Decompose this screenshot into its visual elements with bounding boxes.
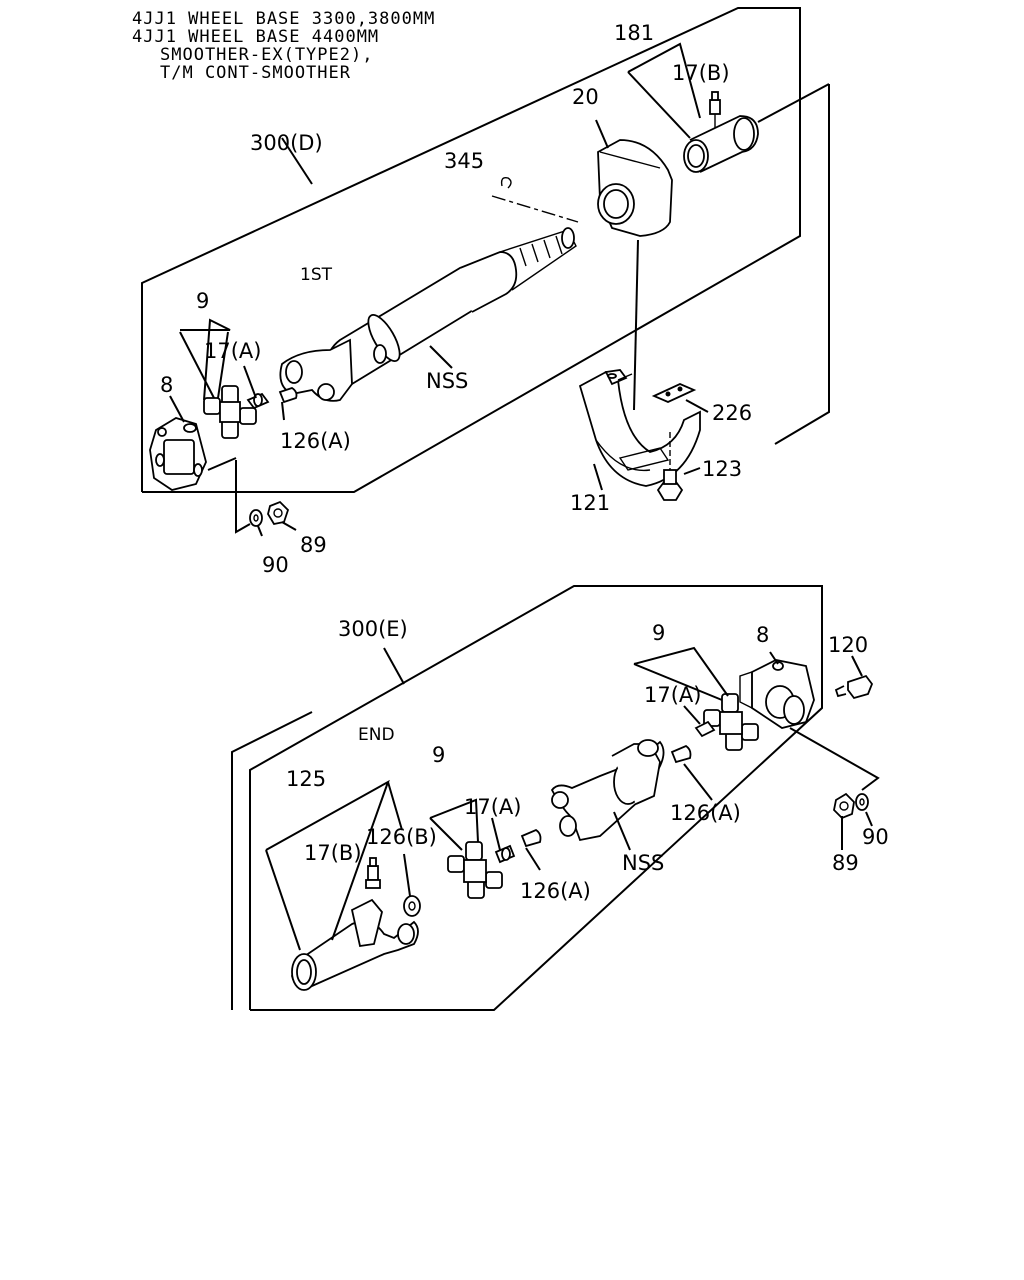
callout-8-end: 8 (756, 623, 769, 647)
header-line-2: 4JJ1 WHEEL BASE 4400MM (132, 27, 379, 47)
callout-9-end-left: 9 (432, 743, 445, 767)
leaders-end (265, 646, 873, 951)
callout-125: 125 (286, 767, 326, 791)
section-name-end: END (358, 725, 395, 745)
callout-nss-1st: NSS (426, 369, 468, 393)
leaders-1st (169, 119, 709, 537)
universal-joint-9-end-right (703, 693, 759, 751)
plate-226 (651, 383, 697, 403)
grease-nipple-17a-1st (246, 392, 270, 410)
callout-9-end-right: 9 (652, 621, 665, 645)
callout-300d: 300(D) (250, 131, 323, 155)
callout-9-1st: 9 (196, 289, 209, 313)
section-name-1st: 1ST (300, 265, 333, 285)
dust-cap-126b (403, 895, 421, 917)
callout-89-1st: 89 (300, 533, 327, 557)
callout-126a-end-left: 126(A) (520, 879, 591, 903)
leader-flange-fasteners-end (789, 727, 880, 791)
callout-181: 181 (614, 21, 654, 45)
callout-nss-end: NSS (622, 851, 664, 875)
driveshaft-yoke-end (550, 739, 665, 842)
callout-90-end: 90 (862, 825, 889, 849)
callout-126b: 126(B) (366, 825, 437, 849)
callout-126a-1st: 126(A) (280, 429, 351, 453)
callouts-1st: 300(D) 1ST 181 17(B) 20 345 9 17(A) 8 12… (160, 21, 752, 577)
first-assembly-frame (141, 7, 830, 493)
cushion-20 (597, 139, 673, 237)
universal-joint-9-1st (203, 385, 257, 439)
grease-nipple-17b-1st (709, 91, 721, 128)
callout-8-1st: 8 (160, 373, 173, 397)
callout-345: 345 (444, 149, 484, 173)
callout-226: 226 (712, 401, 752, 425)
header-notes: 4JJ1 WHEEL BASE 3300,3800MM 4JJ1 WHEEL B… (132, 9, 435, 83)
bearing-cap-126a-1st (278, 387, 298, 404)
callout-17a-end-left: 17(A) (464, 795, 521, 819)
nut-89-end (833, 792, 855, 820)
yoke-1st (279, 338, 387, 402)
nut-89-1st (267, 500, 290, 526)
callout-121: 121 (570, 491, 610, 515)
callout-123: 123 (702, 457, 742, 481)
leader-181 (627, 42, 701, 119)
clip-345 (491, 176, 579, 223)
slip-yoke-125 (291, 898, 419, 991)
callouts-end: 300(E) END 9 8 120 17(A) 126(A) NSS 89 9… (286, 617, 889, 903)
bearing-cap-126a-end-left (520, 828, 542, 848)
callout-17b-1st: 17(B) (672, 61, 730, 85)
bolt-120 (834, 674, 874, 700)
callout-300e: 300(E) (338, 617, 408, 641)
callout-89-end: 89 (832, 851, 859, 875)
washer-90-end (855, 793, 869, 811)
leader-20-121 (633, 239, 639, 411)
callout-120: 120 (828, 633, 868, 657)
header-line-4: T/M CONT-SMOOTHER (160, 63, 351, 83)
callout-20: 20 (572, 85, 599, 109)
callout-17a-1st: 17(A) (204, 339, 261, 363)
sleeve-181 (683, 115, 759, 173)
bolt-123 (656, 469, 684, 501)
bearing-cap-126a-end-right (670, 744, 692, 764)
grease-nipple-17b-end (365, 857, 381, 889)
callout-90-1st: 90 (262, 553, 289, 577)
grease-nipple-17a-end-right (694, 720, 716, 738)
callout-17b-end: 17(B) (304, 841, 362, 865)
flange-8-1st (149, 417, 207, 491)
header-line-1: 4JJ1 WHEEL BASE 3300,3800MM (132, 9, 435, 29)
washer-90-1st (249, 509, 263, 527)
bracket-121 (578, 369, 701, 487)
callout-126a-end-right: 126(A) (670, 801, 741, 825)
universal-joint-9-end-left (447, 841, 503, 899)
grease-nipple-17a-end-left (494, 844, 516, 864)
flange-8-end (739, 659, 815, 729)
callout-17a-end-right: 17(A) (644, 683, 701, 707)
leader-flange-fasteners-1st (235, 460, 251, 534)
header-line-3: SMOOTHER-EX(TYPE2), (160, 45, 373, 65)
end-assembly-frame (231, 585, 823, 1011)
driveshaft-tube-1st (326, 227, 577, 388)
